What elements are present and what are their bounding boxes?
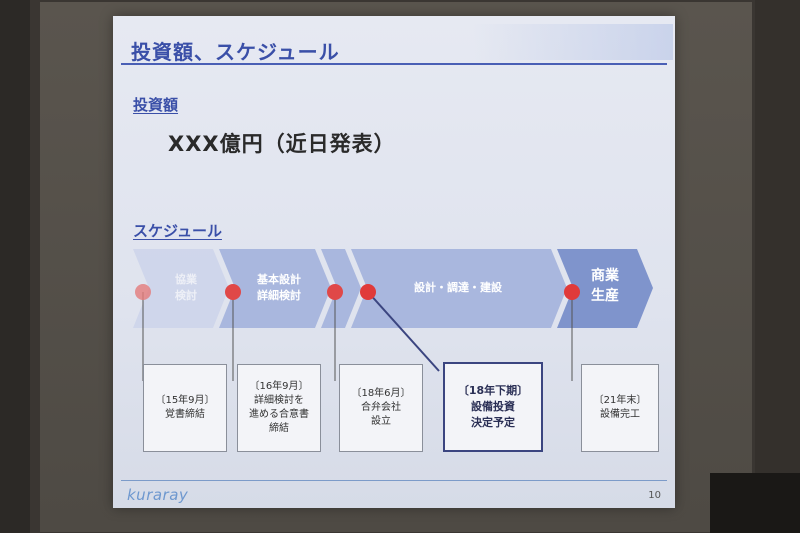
- milestone-box-2: 〔16年9月〕 詳細検討を 進める合意書 締結: [237, 364, 321, 452]
- milestone-box-4-highlight: 〔18年下期〕 設備投資 決定予定: [443, 362, 543, 452]
- milestone-text: 覚書締結: [165, 409, 205, 420]
- company-logo: kuraray: [127, 486, 189, 504]
- milestone-text: 合弁会社 設立: [361, 402, 401, 427]
- room-corner-shadow: [710, 473, 800, 533]
- milestone-date: 〔15年9月〕: [155, 395, 215, 406]
- milestone-line-4: [367, 291, 440, 372]
- milestone-date: 〔16年9月〕: [249, 381, 309, 392]
- presentation-slide: 投資額、スケジュール 投資額 XXX億円（近日発表） スケジュール 協業 検討: [113, 16, 675, 508]
- phase-chevron-5: [557, 249, 653, 328]
- schedule-label: スケジュール: [133, 222, 222, 240]
- page-number: 10: [648, 490, 661, 501]
- phase-chevron-4: [351, 249, 567, 328]
- phase-label-5: 商業 生産: [591, 268, 619, 304]
- phase-chevron-2: [219, 249, 331, 328]
- phase-label-1: 協業 検討: [175, 273, 197, 302]
- phase-label-4: 設計・調達・建設: [414, 281, 502, 294]
- milestone-text: 設備完工: [600, 409, 640, 420]
- schedule-timeline: 協業 検討 基本設計 詳細検討 設計・調達・建設 商業 生産: [113, 16, 675, 508]
- milestone-text: 設備投資 決定予定: [471, 400, 515, 429]
- milestone-marker-5: [564, 284, 580, 300]
- milestone-marker-3: [327, 284, 343, 300]
- investment-value: XXX億円（近日発表）: [168, 132, 396, 156]
- room-wall-right: [755, 0, 800, 533]
- phase-label-2: 基本設計 詳細検討: [257, 273, 301, 302]
- milestone-date: 〔18年下期〕: [457, 384, 529, 397]
- milestone-text: 詳細検討を 進める合意書 締結: [249, 395, 309, 434]
- phase-chevron-1: [133, 249, 229, 328]
- footer-divider: [121, 480, 667, 481]
- title-gradient-band: [473, 24, 673, 60]
- milestone-marker-1: [135, 284, 151, 300]
- milestone-date: 〔18年6月〕: [351, 388, 411, 399]
- milestone-box-5: 〔21年末〕 設備完工: [581, 364, 659, 452]
- milestone-box-1: 〔15年9月〕 覚書締結: [143, 364, 227, 452]
- milestone-box-3: 〔18年6月〕 合弁会社 設立: [339, 364, 423, 452]
- milestone-marker-4: [360, 284, 376, 300]
- milestone-date: 〔21年末〕: [593, 395, 647, 406]
- milestone-marker-2: [225, 284, 241, 300]
- title-underline: [121, 63, 667, 65]
- investment-label: 投資額: [133, 96, 179, 114]
- timeline-graphic: [133, 249, 653, 381]
- slide-title: 投資額、スケジュール: [131, 40, 340, 64]
- room-wall-left: [0, 0, 30, 533]
